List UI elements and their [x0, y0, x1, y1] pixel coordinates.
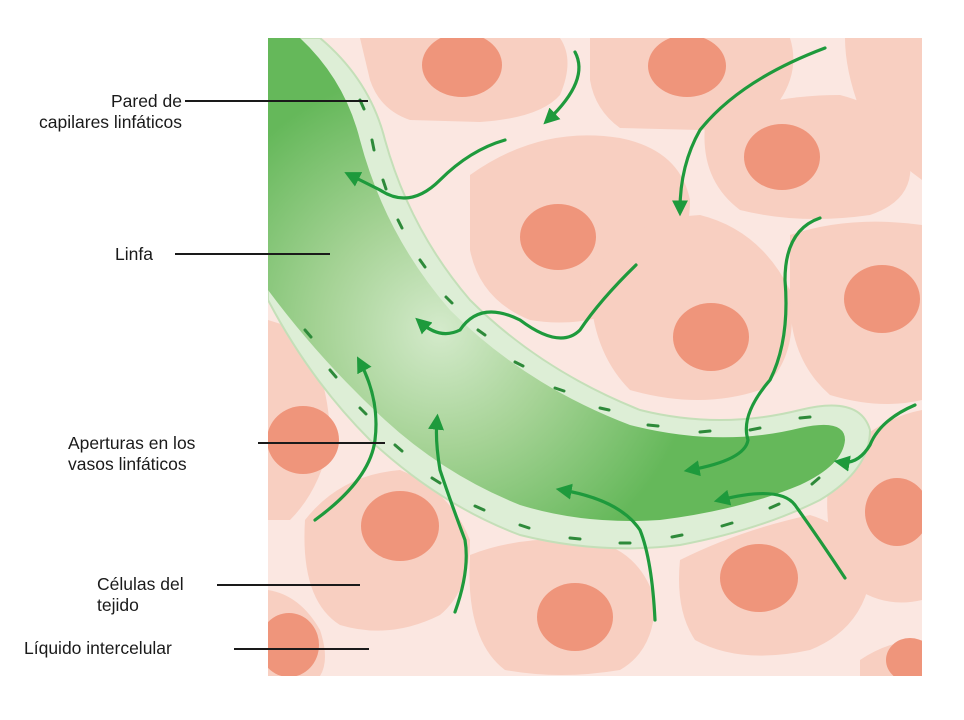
flow-arrow — [313, 356, 378, 522]
flow-arrow — [344, 138, 507, 200]
nucleus — [844, 265, 920, 333]
leader-tissue-cells — [217, 584, 360, 586]
label-capillary-wall: Pared de capilares linfáticos — [39, 91, 182, 132]
nucleus — [422, 38, 502, 97]
flow-arrow — [415, 263, 638, 340]
flow-arrow — [543, 50, 581, 125]
leader-capillary-wall — [185, 100, 368, 102]
nucleus — [886, 638, 922, 676]
flow-arrows — [313, 46, 917, 622]
label-lymph: Linfa — [115, 244, 153, 264]
nucleus — [720, 544, 798, 612]
nucleus — [865, 478, 922, 546]
flow-arrow — [672, 46, 827, 217]
wall-cell-marks — [303, 98, 821, 545]
label-intercellular-fluid: Líquido intercelular — [24, 638, 172, 658]
nucleus — [268, 406, 339, 474]
flow-arrow — [683, 216, 822, 477]
flow-arrow — [428, 413, 468, 614]
flow-arrow — [555, 483, 657, 622]
lymph — [268, 38, 845, 521]
label-openings: Aperturas en los vasos linfáticos — [68, 433, 196, 474]
leader-lymph — [175, 253, 330, 255]
nucleus — [361, 491, 439, 561]
leader-intercellular-fluid — [234, 648, 369, 650]
nucleus — [648, 38, 726, 97]
nucleus — [268, 613, 319, 676]
nucleus — [744, 124, 820, 190]
nucleus — [520, 204, 596, 270]
flow-arrow — [833, 403, 917, 472]
leader-openings — [258, 442, 385, 444]
cell-nuclei — [268, 38, 922, 676]
nucleus — [537, 583, 613, 651]
flow-arrow — [713, 489, 847, 580]
nucleus — [673, 303, 749, 371]
label-tissue-cells: Células del tejido — [97, 574, 184, 615]
